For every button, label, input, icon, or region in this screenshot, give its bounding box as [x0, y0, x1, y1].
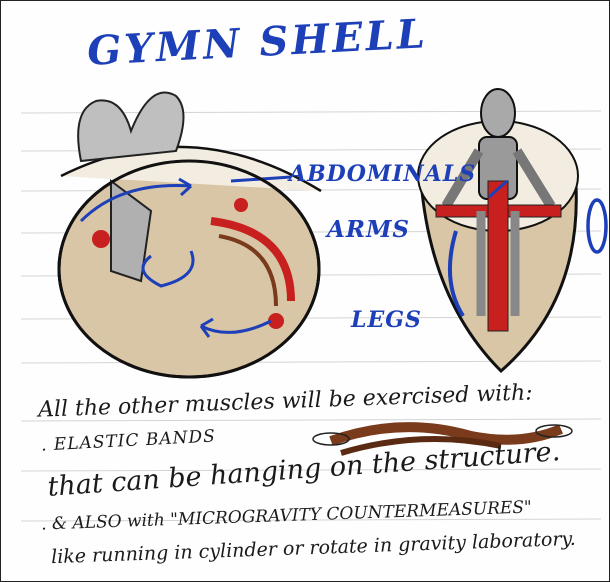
label-arms: ARMS [327, 216, 410, 243]
label-abdominals: ABDOMINALS [289, 161, 476, 187]
label-legs: LEGS [351, 307, 422, 333]
